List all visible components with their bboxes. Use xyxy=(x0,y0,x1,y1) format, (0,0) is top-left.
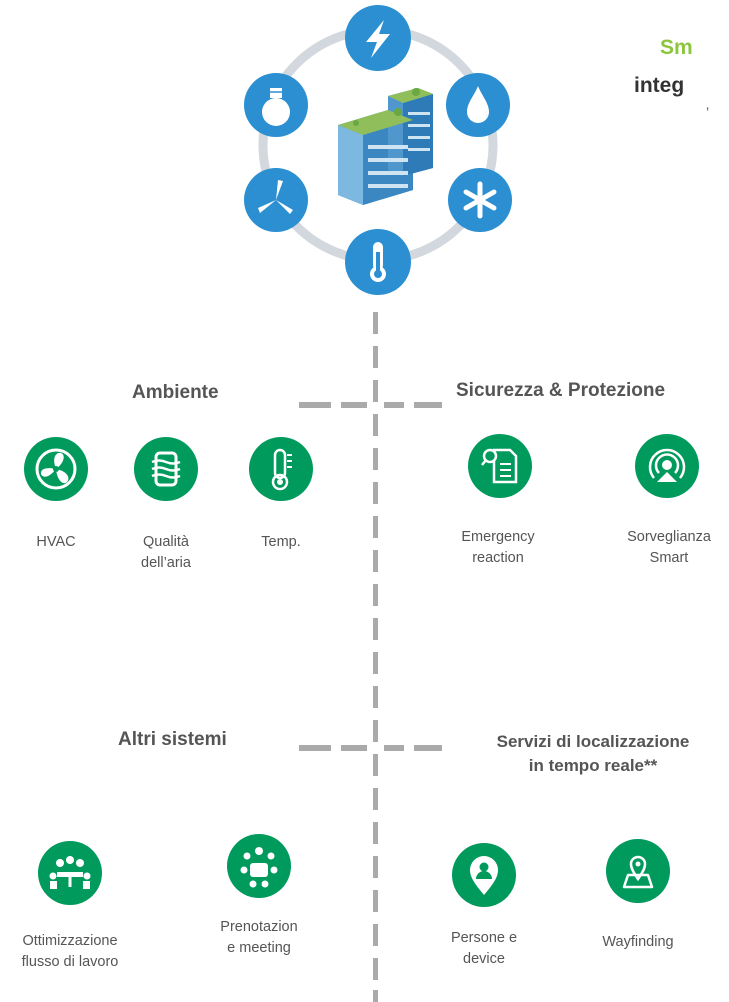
connector-dash xyxy=(299,402,331,408)
connector-dash xyxy=(373,990,378,1002)
connector-dash xyxy=(373,550,378,572)
title-line-2: integ xyxy=(634,74,685,97)
connector-dash xyxy=(373,788,378,810)
connector-dash xyxy=(373,414,378,436)
item-label-temp: Temp. xyxy=(261,534,301,550)
thermometer-icon xyxy=(249,437,313,501)
meeting-booking-icon xyxy=(227,834,291,898)
wayfinding-map-icon xyxy=(606,839,670,903)
connector-dash xyxy=(373,448,378,470)
connector-dash xyxy=(373,652,378,674)
fan-icon xyxy=(24,437,88,501)
item-label-meeting: Prenotazion e meeting xyxy=(220,919,298,956)
lightning-icon xyxy=(345,5,411,71)
thermometer-icon xyxy=(345,229,411,295)
section-heading-localizzazione: Servizi di localizzazione in tempo reale… xyxy=(496,732,690,775)
section-heading-ambiente: Ambiente xyxy=(132,382,219,403)
item-label-persone: Persone e device xyxy=(450,930,518,967)
building-systems-hub xyxy=(244,5,512,295)
connector-dash xyxy=(384,745,404,751)
item-label-surveillance: Sorveglianza Smart xyxy=(627,529,711,566)
connector-dash xyxy=(373,482,378,504)
item-label-emergency: Emergency reaction xyxy=(461,529,535,566)
connector-dash xyxy=(373,754,378,776)
item-label-workflow: Ottimizzazione flusso di lavoro xyxy=(21,933,119,970)
section-heading-sicurezza: Sicurezza & Protezione xyxy=(456,380,666,401)
fan-icon xyxy=(244,168,308,232)
connector-dash xyxy=(384,402,404,408)
connector-dash xyxy=(341,402,367,408)
connector-dash xyxy=(373,720,378,742)
item-label-air-quality: Qualità dell’aria xyxy=(141,534,191,571)
item-label-hvac: HVAC xyxy=(36,534,76,550)
item-label-wayfinding: Wayfinding xyxy=(602,934,674,950)
snowflake-icon xyxy=(448,168,512,232)
connector-dash xyxy=(414,745,442,751)
water-drop-icon xyxy=(446,73,510,137)
title-line-1: Sm xyxy=(660,36,693,59)
location-person-icon xyxy=(452,843,516,907)
connector-dash xyxy=(373,346,378,368)
lightbulb-icon xyxy=(244,73,308,137)
workflow-people-icon xyxy=(38,841,102,905)
connector-dash xyxy=(373,516,378,538)
connector-dash xyxy=(373,312,378,334)
connector-dash xyxy=(373,924,378,946)
connector-dash xyxy=(373,856,378,878)
building-icon xyxy=(338,88,433,205)
connector-dash xyxy=(373,380,378,402)
connector-dash xyxy=(373,686,378,708)
connector-dash xyxy=(341,745,367,751)
emergency-document-icon xyxy=(468,434,532,498)
connector-dash xyxy=(414,402,442,408)
connector-dash xyxy=(373,584,378,606)
air-quality-icon xyxy=(134,437,198,501)
connector-dash xyxy=(373,890,378,912)
title-line-3: ’ xyxy=(706,104,710,120)
connector-dash xyxy=(373,618,378,640)
section-heading-altri: Altri sistemi xyxy=(118,729,227,750)
surveillance-icon xyxy=(635,434,699,498)
connector-dash xyxy=(373,822,378,844)
connector-dash xyxy=(373,958,378,980)
connector-dash xyxy=(299,745,331,751)
